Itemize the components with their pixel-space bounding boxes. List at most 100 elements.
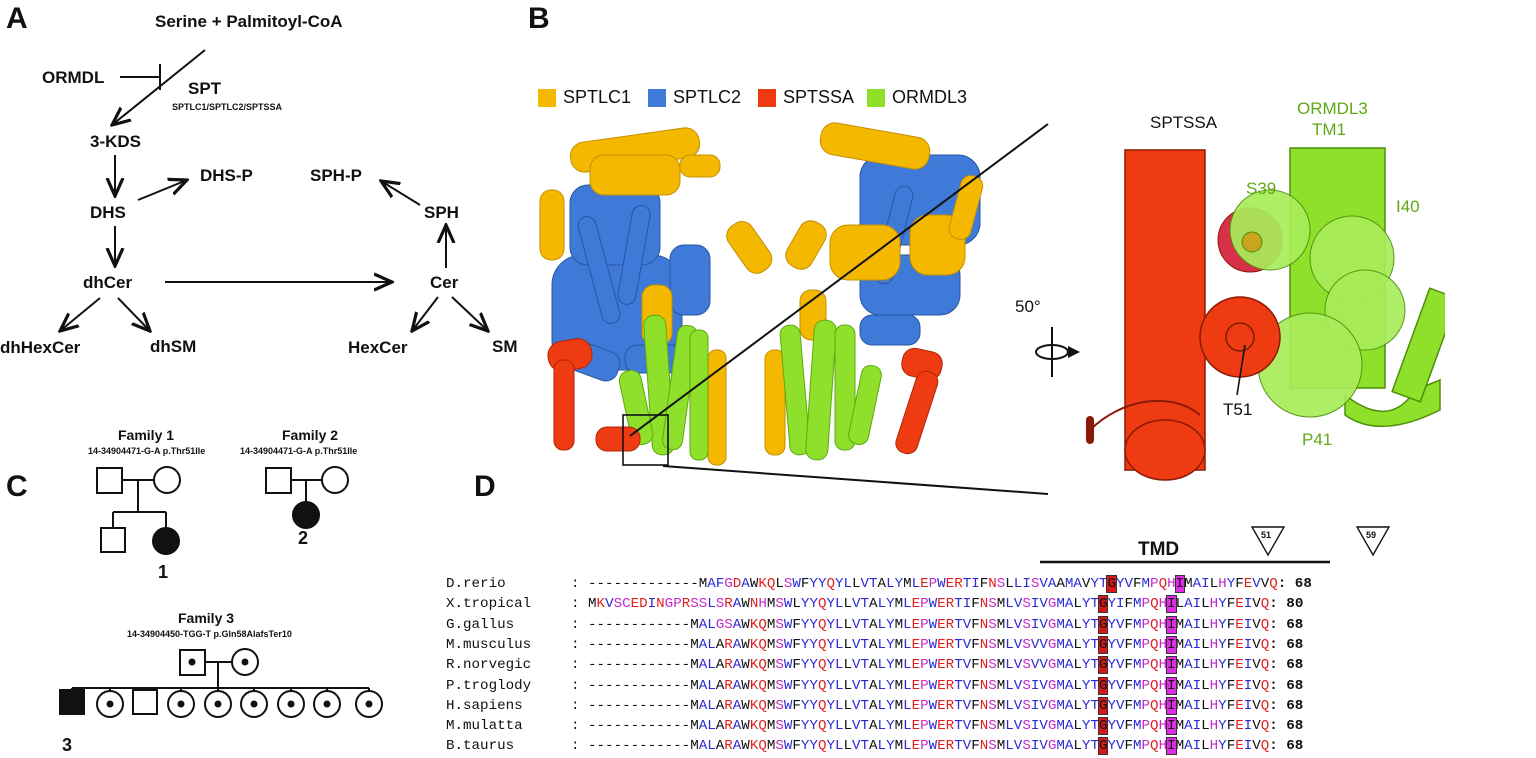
sequence: ------------MALARAWKQMSWFYYQYLLVTALYMLEP… — [588, 696, 1270, 715]
family1-variant: 14-34904471-G-A p.Thr51Ile — [88, 446, 206, 456]
species-name: M.musculus — [446, 636, 532, 653]
zoom-label-ormdl3: ORMDL3 — [1297, 99, 1368, 118]
pathway-3kds: 3-KDS — [90, 132, 142, 151]
sequence: ------------MALARAWKQMSWFYYQYLLVTALYMLEP… — [588, 676, 1270, 695]
zoom-label-p41: P41 — [1302, 430, 1333, 449]
panel-a-label: A — [6, 2, 28, 35]
pathway-dhsm: dhSM — [150, 337, 197, 356]
sequence: ------------MALARAWKQMSWFYYQYLLVTALYMLEP… — [588, 737, 1270, 756]
arrow-to-dhhexcer — [60, 297, 101, 331]
rotation-angle: 50° — [1015, 297, 1041, 316]
arrow-to-dhs-p — [137, 180, 187, 201]
alignment-row: P.troglody: ------------MALARAWKQMSWFYYQ… — [446, 676, 1304, 695]
species-name: X.tropical — [446, 596, 532, 613]
species-name: D.rerio — [446, 576, 506, 592]
pathway-dhs: DHS — [90, 203, 126, 222]
arrow-to-sm — [451, 296, 488, 331]
panel-c-label: C — [6, 470, 28, 503]
pathway-sph: SPH — [424, 203, 459, 222]
pathway-enzyme-subunits: SPTLC1/SPTLC2/SPTSSA — [172, 102, 283, 112]
legend-label-sptssa: SPTSSA — [783, 87, 855, 107]
species-name: M.mulatta — [446, 718, 523, 735]
sequence-length: : 68 — [1269, 616, 1304, 633]
family2-title: Family 2 — [282, 427, 339, 443]
family1-proband-number: 1 — [158, 562, 169, 582]
tmd-label: TMD — [1138, 539, 1180, 560]
legend-swatch-ormdl3 — [867, 88, 885, 107]
pathway-sph-p: SPH-P — [310, 166, 362, 185]
family3-variant: 14-34904450-TGG-T p.Gln58AlafsTer10 — [127, 629, 292, 639]
alignment-row: R.norvegic: ------------MALARAWKQMSWFYYQ… — [446, 656, 1304, 675]
species-name: R.norvegic — [446, 657, 532, 674]
marker-51-icon — [1250, 526, 1286, 557]
marker-59-icon — [1355, 526, 1391, 557]
alignment-annotations — [1040, 526, 1391, 564]
protein-structure-overview — [539, 122, 984, 466]
alignment-row: G.gallus: ------------MALGSAWKQMSWFYYQYL… — [446, 615, 1304, 634]
sequence-length: : 68 — [1269, 657, 1304, 674]
species-name: H.sapiens — [446, 697, 523, 714]
family3-sib-2 — [132, 689, 158, 715]
arrow-to-sph-p — [381, 181, 421, 206]
legend-swatch-sptlc1 — [538, 88, 556, 107]
pathway-inhibitor-ormdl: ORMDL — [42, 68, 105, 87]
pathway-enzyme-spt: SPT — [188, 79, 222, 98]
zoom-label-sptssa: SPTSSA — [1150, 113, 1218, 132]
arrow-to-hexcer — [412, 296, 439, 331]
sequence-length: : 80 — [1269, 596, 1304, 613]
sequence: ------------MALARAWKQMSWFYYQYLLVTALYMLEP… — [588, 635, 1270, 654]
alignment-row: H.sapiens: ------------MALARAWKQMSWFYYQY… — [446, 696, 1304, 715]
family2-proband-number: 2 — [298, 528, 309, 548]
family3-proband-number: 3 — [62, 735, 73, 755]
rotation-arrow-icon — [1035, 327, 1080, 377]
family1-brother — [100, 527, 126, 553]
sequence: MKVSCEDINGPRSSLSRAWNHMSWLYYQYLLVTALYMLEP… — [588, 595, 1270, 614]
pathway-hexcer: HexCer — [348, 338, 408, 357]
legend-swatch-sptlc2 — [648, 88, 666, 107]
alignment-row: M.mulatta: ------------MALARAWKQMSWFYYQY… — [446, 717, 1304, 736]
family2-variant: 14-34904471-G-A p.Thr51Ile — [240, 446, 358, 456]
arrow-to-dhsm — [117, 297, 150, 331]
species-name: B.taurus — [446, 738, 515, 755]
pathway-substrate: Serine + Palmitoyl-CoA — [155, 12, 343, 31]
sequence-length: : 68 — [1269, 718, 1304, 735]
legend-swatch-sptssa — [758, 88, 776, 107]
legend-sptlc2: SPTLC2 — [648, 87, 741, 108]
panel-b-label: B — [528, 2, 550, 35]
family2-proband — [292, 501, 320, 529]
zoom-label-tm1: TM1 — [1312, 120, 1346, 139]
pathway-dhcer: dhCer — [83, 273, 133, 292]
sequence-length: : 68 — [1277, 576, 1312, 592]
sequence-length: : 68 — [1269, 677, 1304, 694]
pathway-dhs-p: DHS-P — [200, 166, 253, 185]
family1-title: Family 1 — [118, 427, 175, 443]
sequence: -------------MAFGDAWKQLSWFYYQYLLVTALYMLE… — [588, 575, 1278, 593]
species-name: G.gallus — [446, 616, 515, 633]
arrow-to-3kds — [112, 49, 206, 125]
legend-label-sptlc2: SPTLC2 — [673, 87, 742, 107]
family1-proband — [152, 527, 180, 555]
sequence-length: : 68 — [1269, 697, 1304, 714]
family3-title: Family 3 — [178, 610, 235, 626]
family3-proband — [59, 689, 85, 715]
pathway-sm: SM — [492, 337, 518, 356]
alignment-row: D.rerio: -------------MAFGDAWKQLSWFYYQYL… — [446, 575, 1312, 593]
zoom-box — [622, 414, 669, 466]
marker-59-label: 59 — [1366, 530, 1377, 540]
legend-label-ormdl3: ORMDL3 — [892, 87, 968, 107]
sequence: ------------MALGSAWKQMSWFYYQYLLVTALYMLEP… — [588, 615, 1270, 634]
pathway-arrows — [0, 49, 540, 370]
marker-51-label: 51 — [1261, 530, 1272, 540]
pathway-cer: Cer — [430, 273, 459, 292]
alignment-row: X.tropical: MKVSCEDINGPRSSLSRAWNHMSWLYYQ… — [446, 595, 1304, 614]
sequence: ------------MALARAWKQMSWFYYQYLLVTALYMLEP… — [588, 717, 1270, 736]
alignment-row: B.taurus: ------------MALARAWKQMSWFYYQYL… — [446, 737, 1304, 756]
sequence-length: : 68 — [1269, 738, 1304, 755]
legend-sptlc1: SPTLC1 — [538, 87, 631, 108]
sequence: ------------MALARAWKQMSWFYYQYLLVTALYMLEP… — [588, 656, 1270, 675]
sequence-length: : 68 — [1269, 636, 1304, 653]
family3-father — [179, 649, 206, 676]
zoom-label-s39: S39 — [1246, 179, 1277, 198]
legend-ormdl3: ORMDL3 — [867, 87, 967, 108]
